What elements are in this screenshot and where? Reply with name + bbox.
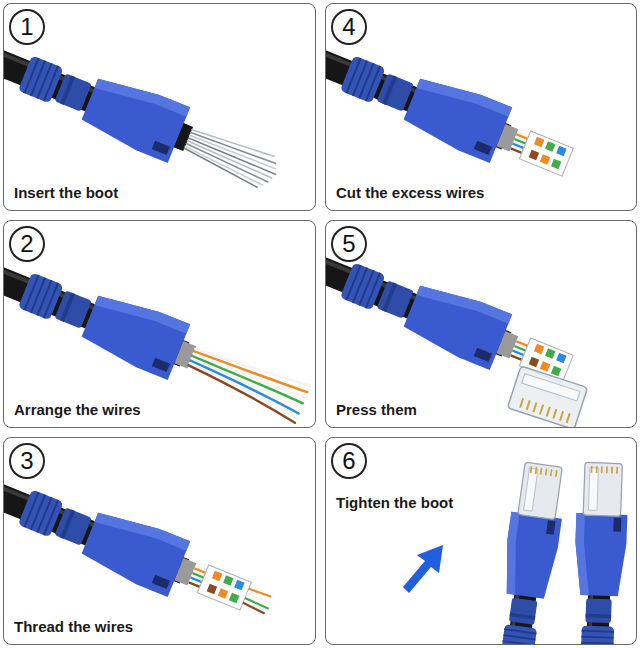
step-caption: Cut the excess wires xyxy=(336,184,484,202)
callout-number: 2 xyxy=(20,232,33,256)
panel-art-5 xyxy=(252,218,587,429)
step-caption: Tighten the boot xyxy=(336,494,453,512)
step-panel: Thread the wires 3 xyxy=(3,437,316,645)
direction-arrow xyxy=(403,545,443,593)
step-caption: Insert the boot xyxy=(14,184,118,202)
step-panel: Cut the excess wires 4 xyxy=(325,3,637,211)
step-panel: Tighten the boot 6 xyxy=(325,437,637,645)
shield-strands xyxy=(181,124,281,192)
panel-art-4 xyxy=(252,11,579,190)
thread-wires xyxy=(242,588,273,614)
panel-art-1 xyxy=(0,11,287,201)
callout-number: 4 xyxy=(342,15,355,39)
step-panel: Arrange the wires 2 xyxy=(3,220,316,428)
panel-art-2 xyxy=(0,228,314,430)
step-panel: Press them 5 xyxy=(325,220,637,428)
step-number-circle: 3 xyxy=(9,443,45,479)
step-panel: Insert the boot 1 xyxy=(3,3,316,211)
callout-number: 1 xyxy=(20,15,33,39)
step-caption: Arrange the wires xyxy=(14,401,141,419)
step-caption: Thread the wires xyxy=(14,618,133,636)
callout-number: 6 xyxy=(342,449,355,473)
step-number-circle: 6 xyxy=(331,443,367,479)
callout-number: 5 xyxy=(342,232,355,256)
step-number-circle: 2 xyxy=(9,226,45,262)
step-number-circle: 5 xyxy=(331,226,367,262)
step-caption: Press them xyxy=(336,401,417,419)
panel-art-3 xyxy=(0,445,281,633)
step-number-circle: 1 xyxy=(9,9,45,45)
panel-art-6 xyxy=(403,461,629,648)
callout-number: 3 xyxy=(20,449,33,473)
step-number-circle: 4 xyxy=(331,9,367,45)
